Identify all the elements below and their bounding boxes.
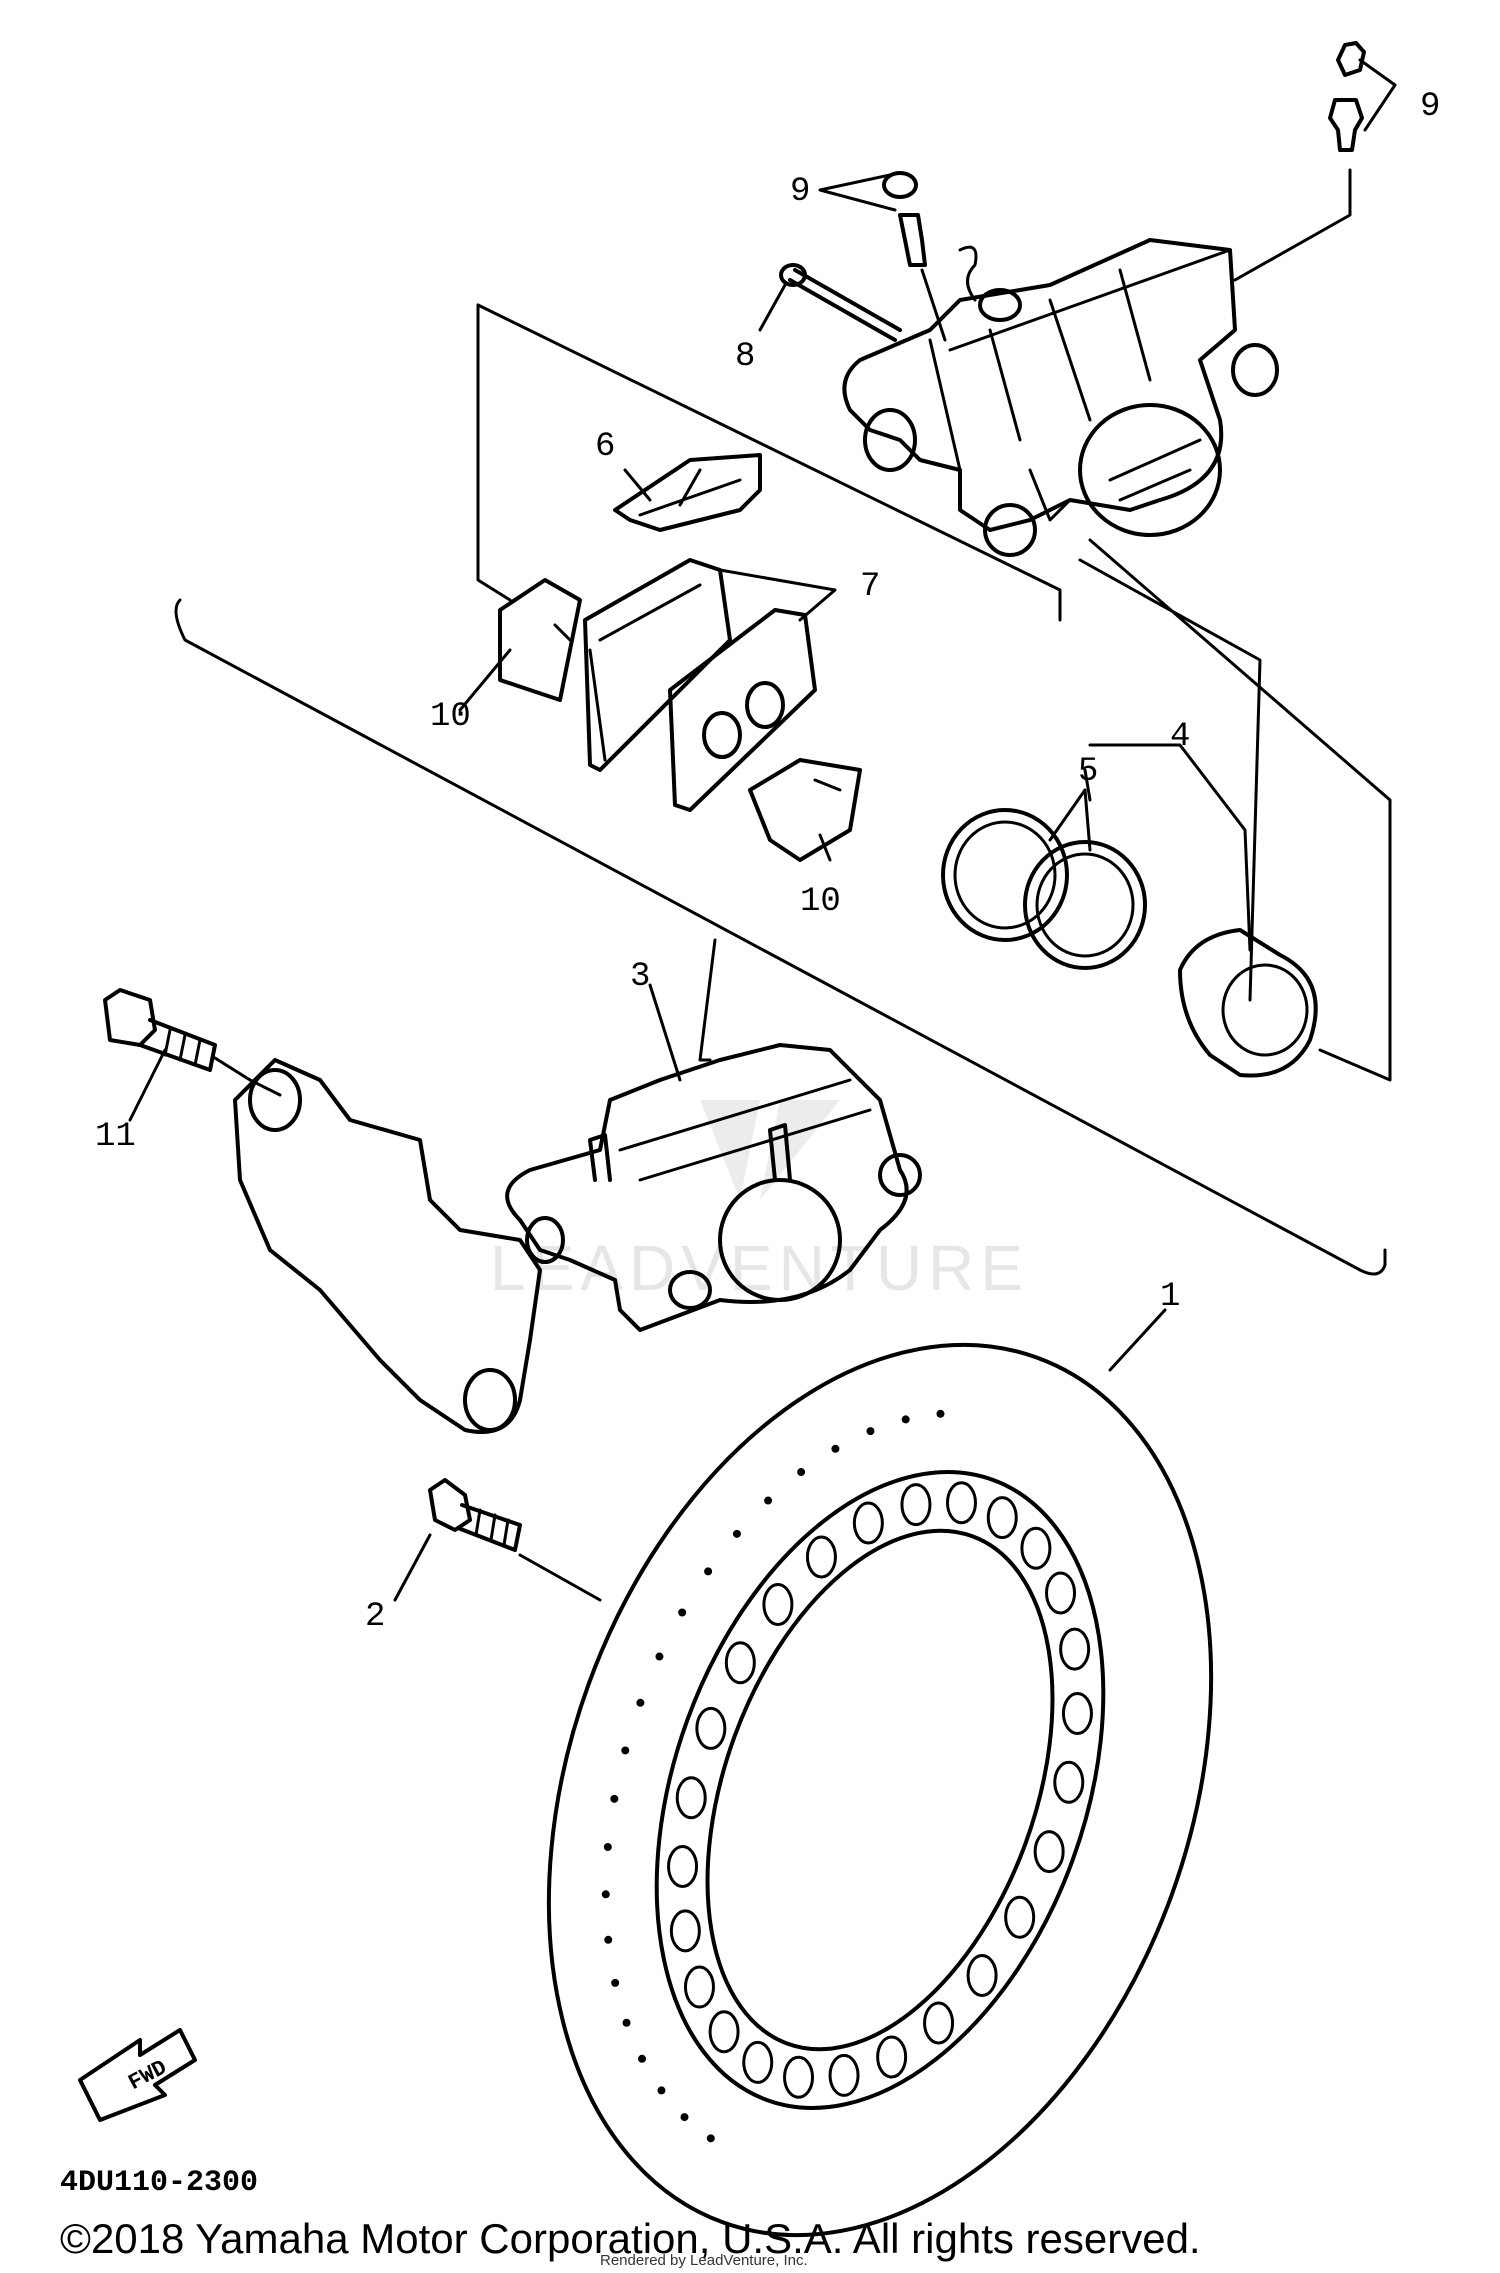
disc-hole: [852, 1501, 884, 1545]
disc-hole: [783, 2055, 815, 2099]
disc-dot: [621, 1746, 630, 1755]
callout-4: 4: [1170, 718, 1190, 756]
shim-left: [498, 578, 582, 702]
copyright-notice: ©2018 Yamaha Motor Corporation, U.S.A. A…: [60, 2215, 1201, 2262]
piston: [1178, 928, 1318, 1078]
bleed-valve-right: [1233, 41, 1366, 282]
disc-hole: [1061, 1692, 1093, 1736]
callout-8: 8: [735, 338, 755, 376]
disc-hole: [1045, 1571, 1077, 1615]
disc-dot: [655, 1652, 664, 1661]
disc-hole: [724, 1641, 756, 1685]
disc-hole: [805, 1535, 837, 1579]
pad-pin: [779, 245, 1022, 342]
disc-dot: [831, 1444, 840, 1453]
caliper-assembly: [842, 238, 1279, 557]
brake-pad-front: [583, 558, 732, 772]
callout-10a: 10: [430, 698, 471, 736]
callout-6: 6: [595, 428, 615, 466]
piston-seal-2: [1023, 840, 1147, 970]
disc-dot: [797, 1468, 806, 1477]
disc-dot: [866, 1427, 875, 1436]
disc-hole: [742, 2040, 774, 2084]
disc-dot: [704, 1567, 713, 1576]
callout-3: 3: [630, 958, 650, 996]
disc-hole: [1020, 1526, 1052, 1570]
bolt-2: [428, 1478, 602, 1602]
disc-dot: [680, 2113, 689, 2122]
rendered-by-notice: Rendered by LeadVenture, Inc.: [600, 2252, 808, 2269]
disc-hole: [683, 1965, 715, 2009]
group-bracket-lines: [476, 303, 1392, 1082]
disc-hole: [923, 2001, 955, 2045]
fwd-label: FWD: [124, 2055, 171, 2096]
callout-10b: 10: [800, 883, 841, 921]
forward-arrow-icon: FWD: [78, 2028, 197, 2122]
pad-spring: [613, 453, 762, 532]
drawing-code: 4DU110-2300: [60, 2166, 258, 2200]
disc-dot: [657, 2086, 666, 2095]
assembly-frame: [174, 598, 1387, 1276]
disc-dot: [764, 1496, 773, 1505]
disc-dot: [936, 1409, 945, 1418]
brake-disc: [546, 1342, 1214, 2238]
disc-hole: [1059, 1627, 1091, 1671]
disc-hole: [828, 2053, 860, 2097]
callouts: 9 9 8 6 7 10 10 4 5 3 11 1 2: [95, 88, 1440, 1636]
disc-dot: [901, 1415, 910, 1424]
caliper-bracket: [233, 1058, 542, 1434]
disc-hole: [1033, 1830, 1065, 1874]
callout-1: 1: [1160, 1278, 1180, 1316]
callout-7: 7: [860, 568, 880, 606]
callout-9a: 9: [1420, 88, 1440, 126]
disc-hole: [945, 1481, 977, 1525]
disc-hole: [762, 1582, 794, 1626]
disc-dot: [636, 1698, 645, 1707]
disc-hole: [966, 1954, 998, 1998]
disc-dots: [601, 1409, 945, 2143]
watermark-text: LEADVENTURE: [490, 1232, 1029, 1304]
disc-dot: [706, 2134, 715, 2143]
disc-hole: [1004, 1895, 1036, 1939]
disc-holes: [667, 1481, 1093, 2099]
disc-hole: [669, 1909, 701, 1953]
callout-11: 11: [95, 1118, 136, 1156]
disc-dot: [678, 1608, 687, 1617]
piston-seal-1: [941, 808, 1069, 942]
disc-dot: [638, 2054, 647, 2063]
callout-9b: 9: [790, 173, 810, 211]
disc-dot: [622, 2018, 631, 2027]
leader-lines: [128, 58, 1397, 1602]
callout-5: 5: [1078, 753, 1098, 791]
disc-hole: [708, 2010, 740, 2054]
callout-2: 2: [365, 1598, 385, 1636]
disc-hole: [695, 1706, 727, 1750]
disc-hole: [900, 1483, 932, 1527]
bleed-valve-left: [882, 171, 947, 342]
shim-right: [748, 758, 862, 862]
disc-hole: [1053, 1760, 1085, 1804]
disc-dot: [732, 1529, 741, 1538]
disc-dot: [611, 1978, 620, 1987]
caliper-body: [505, 1043, 922, 1332]
disc-hole: [675, 1776, 707, 1820]
disc-dot: [601, 1890, 610, 1899]
disc-dot: [610, 1794, 619, 1803]
disc-hole: [667, 1844, 699, 1888]
disc-dot: [604, 1935, 613, 1944]
watermark: LEADVENTURE: [490, 1100, 1029, 1304]
disc-dot: [603, 1843, 612, 1852]
disc-hole: [986, 1496, 1018, 1540]
disc-hole: [876, 2035, 908, 2079]
brake-pad-rear: [668, 608, 817, 812]
